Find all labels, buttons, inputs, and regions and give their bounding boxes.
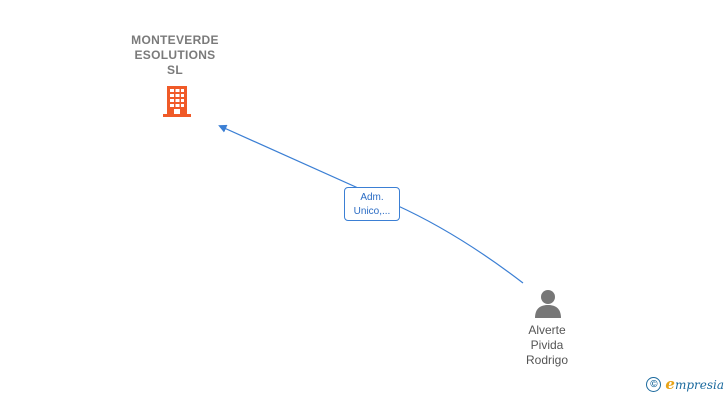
person-name-line-1: Alverte (528, 323, 566, 337)
brand-rest: mpresia (674, 378, 724, 392)
company-name-line-2: ESOLUTIONS (134, 48, 216, 62)
brand-initial: e (665, 375, 675, 393)
person-name-line-2: Pivida (530, 338, 564, 352)
relation-label-line-2: Unico,... (353, 206, 391, 217)
relation-label[interactable]: Adm. Unico,... (344, 187, 400, 221)
watermark: © empresia (646, 374, 724, 394)
relation-label-line-1: Adm. (360, 192, 384, 203)
company-name[interactable]: MONTEVERDE ESOLUTIONS SL (100, 33, 250, 78)
brand-logo: empresia (665, 375, 724, 393)
person-icon[interactable] (533, 288, 563, 318)
copyright-icon: © (646, 376, 662, 392)
company-name-line-1: MONTEVERDE (131, 33, 219, 47)
relation-edge (218, 124, 524, 284)
building-icon[interactable] (161, 84, 193, 118)
company-name-line-3: SL (167, 63, 183, 77)
person-name[interactable]: Alverte Pivida Rodrigo (500, 323, 594, 368)
person-name-line-3: Rodrigo (525, 353, 569, 367)
